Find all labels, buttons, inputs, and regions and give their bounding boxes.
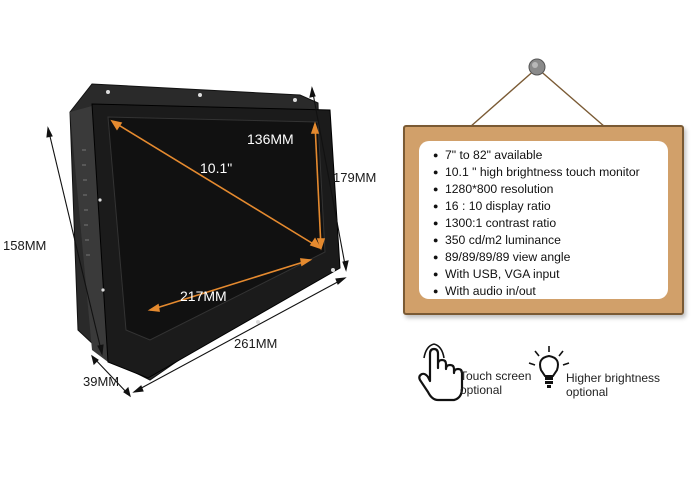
spec-item: 1300:1 contrast ratio bbox=[433, 215, 668, 232]
light-bulb-icon bbox=[528, 346, 570, 388]
hanging-string bbox=[469, 58, 606, 128]
spec-item: 89/89/89/89 view angle bbox=[433, 249, 668, 266]
touch-option-text: Touch screen optional bbox=[460, 369, 531, 397]
touch-option-line1: Touch screen bbox=[460, 369, 532, 383]
touch-option: Touch screen optional bbox=[460, 369, 531, 397]
spec-item: 1280*800 resolution bbox=[433, 181, 668, 198]
spec-item: With USB, VGA input bbox=[433, 266, 668, 283]
diagonal-line bbox=[111, 120, 321, 249]
touch-hand-icon bbox=[418, 343, 464, 402]
outer-dimension-lines bbox=[46, 86, 349, 398]
diagonal-label: 10.1" bbox=[200, 160, 232, 176]
left-height-label: 158MM bbox=[3, 238, 46, 253]
depth-label: 39MM bbox=[83, 374, 119, 389]
brightness-option-line1: Higher brightness bbox=[566, 371, 661, 385]
brightness-option-line2: optional bbox=[566, 385, 609, 399]
screen-width-line bbox=[149, 259, 311, 311]
spec-item: 350 cd/m2 luminance bbox=[433, 232, 668, 249]
spec-item: 7" to 82" available bbox=[433, 147, 668, 164]
inner-height-line bbox=[314, 123, 322, 249]
spec-item: 16 : 10 display ratio bbox=[433, 198, 668, 215]
screen-width-label: 217MM bbox=[180, 288, 227, 304]
touch-option-line2: optional bbox=[460, 383, 503, 397]
inner-width-label: 136MM bbox=[247, 131, 294, 147]
monitor-screen bbox=[107, 116, 326, 341]
spec-item: 10.1 " high brightness touch monitor bbox=[433, 164, 668, 181]
side-vents bbox=[82, 149, 90, 256]
screen-dimension-lines bbox=[110, 119, 326, 312]
outer-width-label: 261MM bbox=[234, 336, 277, 351]
brightness-option: Higher brightness optional bbox=[566, 371, 660, 399]
outer-height-label: 179MM bbox=[333, 170, 376, 185]
spec-board-inner: 7" to 82" available 10.1 " high brightne… bbox=[419, 141, 668, 300]
mounting-holes bbox=[98, 90, 335, 324]
spec-list: 7" to 82" available 10.1 " high brightne… bbox=[419, 141, 668, 300]
monitor-side bbox=[70, 106, 108, 362]
brightness-option-text: Higher brightness optional bbox=[566, 371, 660, 399]
spec-board: 7" to 82" available 10.1 " high brightne… bbox=[403, 125, 684, 315]
spec-item: With audio in/out bbox=[433, 283, 668, 300]
